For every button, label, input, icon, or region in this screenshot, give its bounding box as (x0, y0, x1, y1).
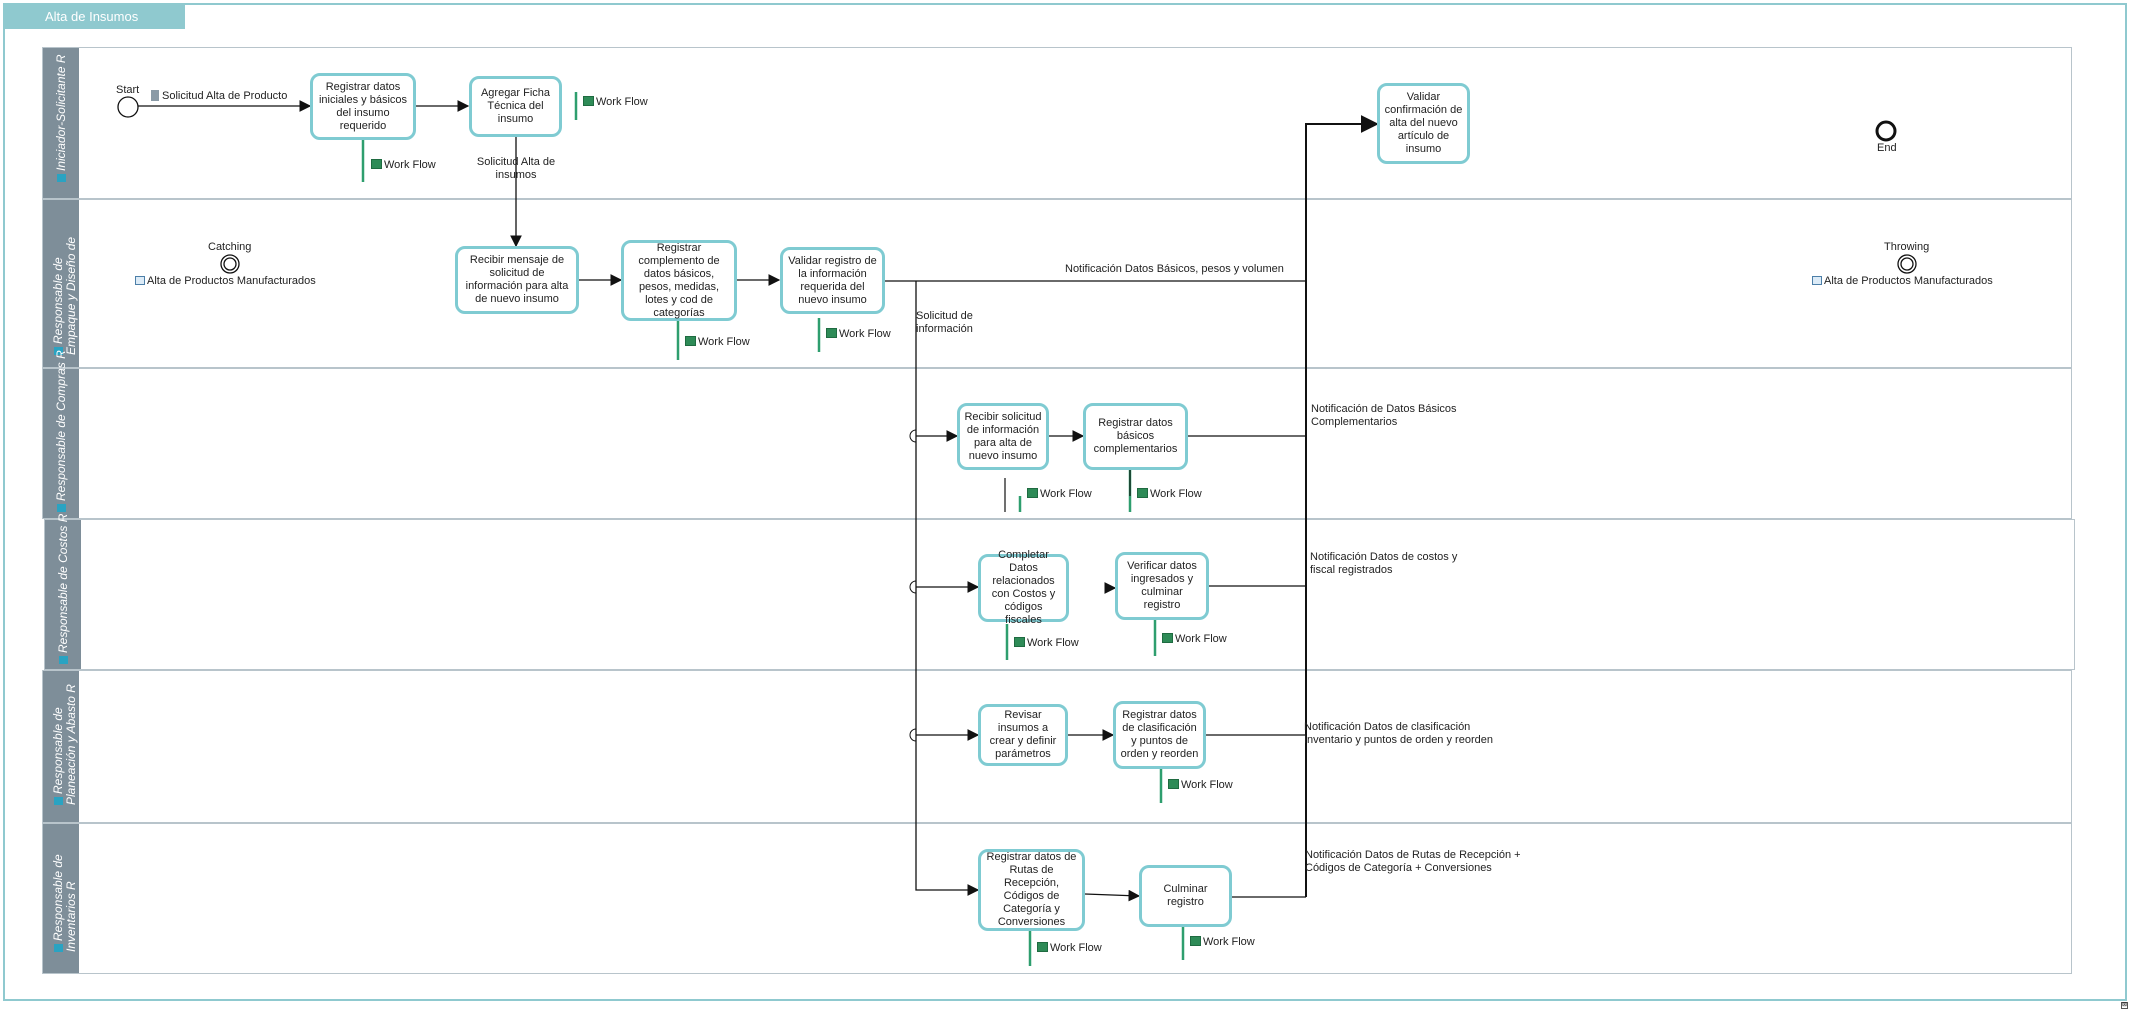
start-label: Start (116, 84, 140, 96)
end-event[interactable] (1875, 120, 1897, 142)
workflow-icon (371, 159, 382, 169)
workflow-icon (1162, 633, 1173, 643)
throwing-event[interactable] (1897, 254, 1917, 274)
workflow-icon (1190, 936, 1201, 946)
task-agregar-ficha-tecnica[interactable]: Agregar Ficha Técnica del insumo (469, 76, 562, 137)
workflow-marker[interactable]: Work Flow (826, 328, 891, 341)
task-registrar-complemento[interactable]: Registrar complemento de datos básicos, … (621, 240, 737, 321)
workflow-marker[interactable]: Work Flow (1162, 633, 1227, 646)
workflow-icon (1168, 779, 1179, 789)
lane-header (45, 520, 81, 669)
lane-header (43, 671, 79, 822)
task-validar-registro[interactable]: Validar registro de la información reque… (780, 247, 885, 314)
flow-label-notif-costos-fiscal: Notificación Datos de costos y fiscal re… (1310, 551, 1458, 576)
task-recibir-mensaje[interactable]: Recibir mensaje de solicitud de informac… (455, 246, 579, 314)
workflow-icon (1014, 637, 1025, 647)
resize-handle[interactable]: ⊠ (2121, 1002, 2128, 1009)
lane-compras[interactable] (42, 368, 2072, 519)
workflow-icon (583, 96, 594, 106)
lane-header (43, 369, 79, 518)
throwing-label: Throwing (1884, 241, 1930, 253)
task-validar-confirmacion[interactable]: Validar confirmación de alta del nuevo a… (1377, 83, 1470, 164)
alta-manufacturados-left-artifact[interactable]: Alta de Productos Manufacturados (135, 275, 316, 288)
task-verificar-datos[interactable]: Verificar datos ingresados y culminar re… (1115, 552, 1209, 620)
task-registrar-basicos-complementarios[interactable]: Registrar datos básicos complementarios (1083, 403, 1188, 470)
end-label: End (1877, 142, 1897, 154)
flow-label-notif-clasificacion: Notificación Datos de clasificación Inve… (1304, 721, 1493, 746)
workflow-marker[interactable]: Work Flow (685, 336, 750, 349)
workflow-marker[interactable]: Work Flow (1190, 936, 1255, 949)
solicitud-alta-producto-artifact[interactable]: Solicitud Alta de Producto (151, 90, 287, 103)
workflow-icon (1137, 488, 1148, 498)
task-recibir-solicitud[interactable]: Recibir solicitud de información para al… (957, 403, 1049, 470)
flow-label-notif-rutas: Notificación Datos de Rutas de Recepción… (1305, 849, 1521, 874)
flow-label-notif-basicos-pesos: Notificación Datos Básicos, pesos y volu… (1065, 263, 1284, 275)
lane-header (43, 48, 79, 198)
diagram-frame (3, 3, 2127, 1001)
lane-header (43, 200, 79, 367)
workflow-marker[interactable]: Work Flow (1027, 488, 1092, 501)
workflow-marker[interactable]: Work Flow (1137, 488, 1202, 501)
diagram-title-tab[interactable]: Alta de Insumos (5, 5, 185, 29)
message-icon (1812, 276, 1822, 285)
task-registrar-datos-iniciales[interactable]: Registrar datos iniciales y básicos del … (310, 73, 416, 140)
workflow-marker[interactable]: Work Flow (583, 96, 648, 109)
workflow-marker[interactable]: Work Flow (1037, 942, 1102, 955)
workflow-marker[interactable]: Work Flow (371, 159, 436, 172)
flow-label-notif-basicos-complementarios: Notificación de Datos Básicos Complement… (1311, 403, 1457, 428)
document-icon (151, 90, 159, 101)
flow-label-solicitud-alta-insumos: Solicitud Alta de insumos (476, 156, 556, 181)
task-registrar-clasificacion[interactable]: Registrar datos de clasificación y punto… (1113, 701, 1206, 769)
lane-inventarios[interactable] (42, 823, 2072, 974)
workflow-icon (1037, 942, 1048, 952)
flow-label-solicitud-informacion: Solicitud de información (916, 310, 973, 335)
task-completar-datos-costos[interactable]: Completar Datos relacionados con Costos … (978, 549, 1069, 626)
workflow-marker[interactable]: Work Flow (1014, 637, 1079, 650)
workflow-icon (1027, 488, 1038, 498)
lane-empaque[interactable] (42, 199, 2072, 368)
task-culminar-registro[interactable]: Culminar registro (1139, 865, 1232, 927)
workflow-icon (685, 336, 696, 346)
start-event[interactable] (117, 96, 139, 118)
message-icon (135, 276, 145, 285)
catching-event[interactable] (220, 254, 240, 274)
workflow-icon (826, 328, 837, 338)
alta-manufacturados-right-artifact[interactable]: Alta de Productos Manufacturados (1812, 275, 1993, 288)
catching-label: Catching (208, 241, 252, 253)
workflow-marker[interactable]: Work Flow (1168, 779, 1233, 792)
task-registrar-rutas[interactable]: Registrar datos de Rutas de Recepción, C… (978, 849, 1085, 931)
task-revisar-insumos[interactable]: Revisar insumos a crear y definir paráme… (978, 704, 1068, 766)
